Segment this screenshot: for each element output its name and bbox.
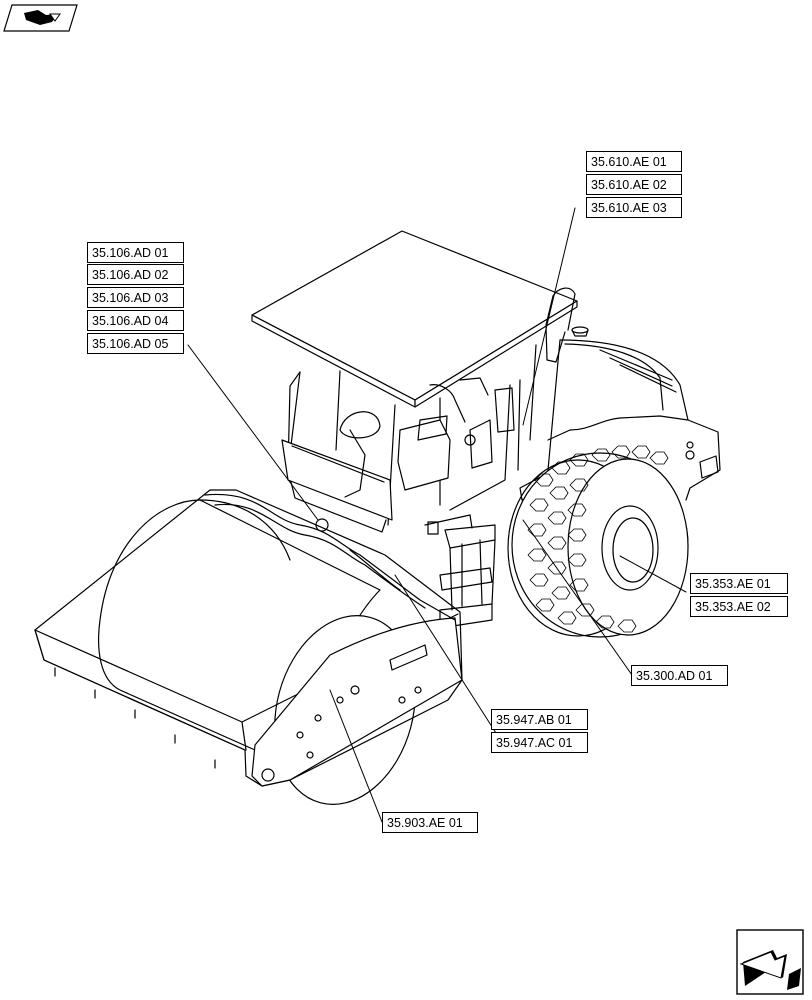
callout-label[interactable]: 35.106.AD 02 <box>87 264 184 285</box>
next-page-arrow-icon[interactable] <box>735 928 807 996</box>
callout-label[interactable]: 35.106.AD 01 <box>87 242 184 263</box>
callout-label[interactable]: 35.353.AE 02 <box>690 596 788 617</box>
callout-label[interactable]: 35.300.AD 01 <box>631 665 728 686</box>
callout-label[interactable]: 35.610.AE 03 <box>586 197 682 218</box>
callout-label[interactable]: 35.106.AD 05 <box>87 333 184 354</box>
cab-frame <box>281 344 537 533</box>
steps-ladder <box>424 514 496 629</box>
callout-label[interactable]: 35.610.AE 02 <box>586 174 682 195</box>
callout-label[interactable]: 35.610.AE 01 <box>586 151 682 172</box>
callout-label[interactable]: 35.947.AB 01 <box>491 709 588 730</box>
callout-label[interactable]: 35.947.AC 01 <box>491 732 588 753</box>
front-frame <box>34 489 463 805</box>
callout-label[interactable]: 35.106.AD 03 <box>87 287 184 308</box>
callout-label[interactable]: 35.903.AE 01 <box>382 812 478 833</box>
canopy-roof <box>251 230 578 408</box>
rear-wheel <box>507 445 689 638</box>
callout-label[interactable]: 35.353.AE 01 <box>690 573 788 594</box>
exhaust-stack <box>545 287 589 363</box>
leader-lines <box>187 207 687 823</box>
callout-label[interactable]: 35.106.AD 04 <box>87 310 184 331</box>
book-arrow-icon[interactable] <box>2 2 78 34</box>
